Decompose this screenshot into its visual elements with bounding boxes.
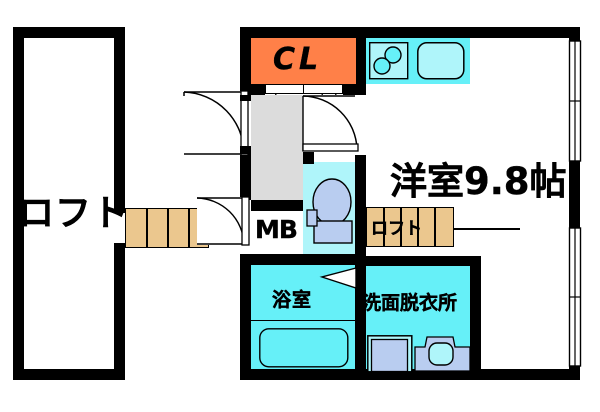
unit-wall-right-mid [569, 160, 580, 228]
hall-wall-left-top-stub [240, 95, 251, 101]
loft-ladder-room-rung-2 [400, 207, 402, 247]
room-wall-right-lowerstub [470, 256, 481, 266]
bathtub-icon [259, 328, 349, 368]
hall-wall-bottom [251, 200, 314, 211]
label-loft-left: ロフト [18, 193, 130, 234]
loft-ladder-room-rung-4 [434, 207, 436, 247]
mb-wall-bottom [251, 254, 314, 265]
kitchen-sink-icon [417, 42, 465, 80]
loft-wall-right [114, 27, 125, 213]
hall-door[interactable] [302, 95, 361, 155]
entrance-door[interactable] [183, 90, 254, 163]
unit-wall-bottom [240, 369, 580, 380]
unit-wall-top [240, 27, 580, 38]
unit-wall-left-mid [240, 152, 251, 200]
washing-machine-icon [367, 335, 413, 373]
loft-ladder-left-rung-1 [146, 208, 148, 248]
unit-wall-right-topstub [569, 27, 580, 41]
closet-door-divider [303, 84, 305, 94]
bathroom-door[interactable] [319, 266, 360, 292]
closet-wall-right [356, 38, 366, 84]
toilet-wall-bottom [303, 254, 366, 265]
stove-icon [368, 41, 409, 80]
loft-wall-right-lower [114, 243, 125, 380]
unit-wall-right-botstub [569, 366, 580, 380]
loft-ladder-room-rung-1 [383, 207, 385, 247]
label-bathroom: 浴室 [272, 289, 313, 311]
bathroom-floor-line [251, 320, 355, 322]
unit-wall-left-lower [240, 254, 251, 380]
hall-wall-left-bot-stub [240, 146, 251, 154]
room-meter-box [251, 211, 303, 254]
window-upper[interactable] [568, 40, 582, 162]
loft-ladder-left-rung-3 [188, 208, 190, 248]
label-loft-ladder: ロフト [371, 219, 422, 239]
loft-ladder-left-rung-2 [167, 208, 169, 248]
washroom-wall-right [470, 265, 481, 369]
washroom-wall-top [366, 256, 481, 266]
room-entrance-hall [251, 95, 303, 200]
window-lower[interactable] [568, 227, 582, 367]
room-closet [251, 38, 356, 84]
label-meter-box: MB [255, 215, 298, 244]
closet-wall-bottom2 [343, 84, 366, 95]
loft-wall-top [13, 27, 125, 38]
loft-ladder-room-rung-3 [417, 207, 419, 247]
bathroom-wall-right [355, 265, 366, 369]
loft-wall-left [13, 27, 24, 380]
toilet-bowl-icon [306, 178, 353, 244]
vanity-sink-icon [414, 336, 471, 372]
label-washroom: 洗面脱衣所 [362, 292, 458, 314]
toilet-wall-right [355, 155, 366, 265]
toilet-wall-left [303, 155, 314, 164]
loft-wall-bottom [13, 369, 125, 380]
label-closet: CL [273, 42, 323, 77]
second-door[interactable] [196, 196, 253, 249]
label-main-room: 洋室9.8帖 [390, 160, 567, 203]
loft-leader-line [454, 228, 520, 230]
loft-ladder-room [366, 207, 454, 247]
unit-wall-left-upper [240, 27, 251, 95]
room-loft-left [13, 27, 125, 380]
closet-wall-bottom [251, 84, 265, 95]
